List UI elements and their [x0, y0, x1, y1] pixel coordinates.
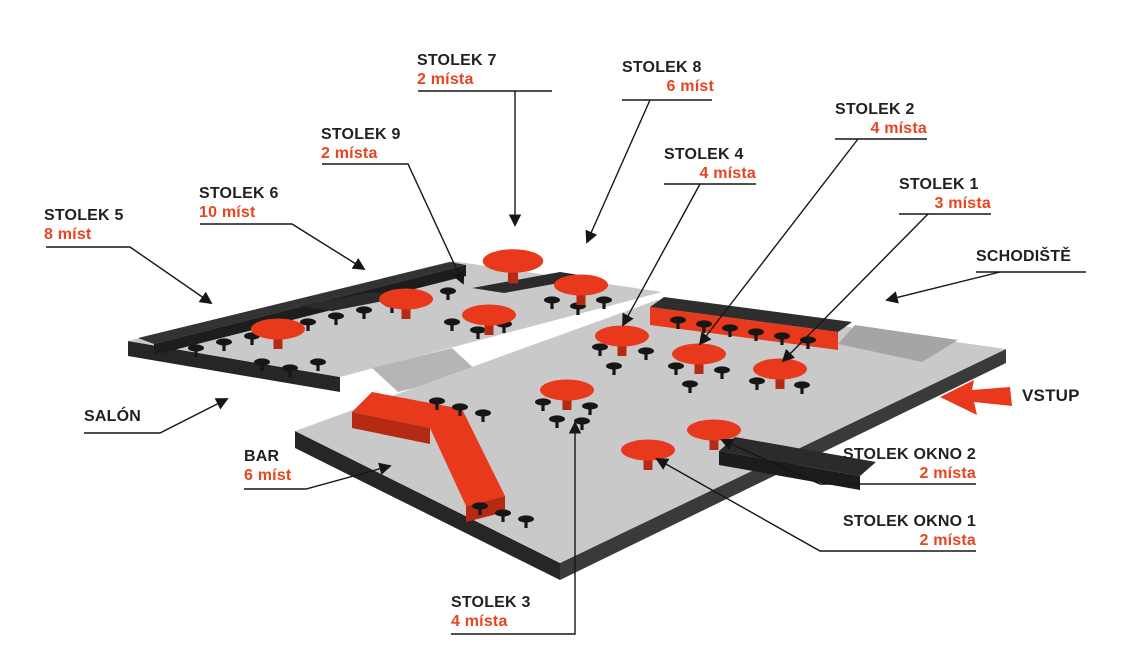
- label-stolek9-name: STOLEK 9: [321, 126, 401, 143]
- label-stolek7-name: STOLEK 7: [417, 52, 497, 69]
- label-stolek4: STOLEK 4 4 místa: [664, 146, 756, 183]
- label-stolek8-name: STOLEK 8: [622, 59, 702, 76]
- label-stolek3-name: STOLEK 3: [451, 594, 531, 611]
- label-vstup: VSTUP: [1022, 386, 1080, 406]
- bar-counter-front-a: [466, 496, 505, 522]
- leader-schodiste: [885, 271, 1001, 304]
- label-stolek6: STOLEK 6 10 míst: [199, 185, 279, 222]
- leader-stolek3: [451, 421, 582, 635]
- label-stolek3-seats: 4 místa: [451, 612, 508, 630]
- label-stolek2-name: STOLEK 2: [835, 101, 915, 118]
- label-bar: BAR 6 míst: [244, 448, 291, 485]
- leader-stolek5: [46, 246, 213, 305]
- label-stolek2-seats: 4 místa: [870, 119, 927, 137]
- salon-back-bench-front: [154, 265, 466, 355]
- platform-connector: [372, 348, 478, 392]
- window-bench-top: [719, 437, 876, 476]
- salon-platform-edge: [128, 341, 340, 392]
- bar-counter-front-b: [352, 412, 430, 444]
- leader-bar: [244, 462, 392, 490]
- bar-counter: [352, 392, 505, 506]
- schodiste-ramp: [838, 325, 958, 362]
- leader-stolek6: [200, 223, 366, 271]
- salon-platform: [128, 249, 662, 392]
- leader-stolek9: [322, 163, 465, 285]
- label-stolek4-name: STOLEK 4: [664, 146, 744, 163]
- label-stolek1-name: STOLEK 1: [899, 176, 979, 193]
- label-stolek2: STOLEK 2 4 místa: [835, 101, 927, 138]
- label-okno1-name: STOLEK OKNO 1: [843, 513, 976, 530]
- leader-salon: [84, 398, 229, 434]
- label-stolek4-seats: 4 místa: [699, 164, 756, 182]
- label-stolek9: STOLEK 9 2 místa: [321, 126, 401, 163]
- main-floor-edge-left: [295, 431, 560, 580]
- label-stolek7: STOLEK 7 2 místa: [417, 52, 497, 89]
- salon-back-bench-top: [138, 262, 466, 344]
- label-vstup-name: VSTUP: [1022, 386, 1080, 405]
- label-stolek7-seats: 2 místa: [417, 70, 474, 88]
- label-stolek1: STOLEK 1 3 místa: [899, 176, 991, 213]
- label-stolek6-name: STOLEK 6: [199, 185, 279, 202]
- leader-lines: [46, 90, 1086, 635]
- salon-floor: [128, 261, 662, 377]
- label-okno1: STOLEK OKNO 1 2 místa: [820, 513, 976, 550]
- label-stolek3: STOLEK 3 4 místa: [451, 594, 531, 631]
- label-schodiste-name: SCHODIŠTĚ: [976, 248, 1072, 265]
- label-bar-name: BAR: [244, 448, 280, 465]
- label-okno1-seats: 2 místa: [919, 531, 976, 549]
- label-okno2-name: STOLEK OKNO 2: [843, 446, 976, 463]
- label-salon: SALÓN: [84, 408, 141, 427]
- label-stolek1-seats: 3 místa: [934, 194, 991, 212]
- label-stolek5-name: STOLEK 5: [44, 207, 124, 224]
- entrance-arrow-icon: [940, 380, 1012, 415]
- label-okno2: STOLEK OKNO 2 2 místa: [820, 446, 976, 483]
- salon-bench-block-b: [472, 272, 592, 293]
- label-stolek5-seats: 8 míst: [44, 225, 92, 243]
- top-bench-front: [650, 307, 838, 350]
- label-stolek8: STOLEK 8 6 míst: [622, 59, 714, 96]
- label-bar-seats: 6 míst: [244, 466, 292, 484]
- top-bench-top: [650, 297, 852, 332]
- leader-stolek2: [698, 138, 859, 346]
- leader-okno1: [655, 458, 976, 552]
- label-schodiste: SCHODIŠTĚ: [976, 248, 1071, 267]
- label-stolek5: STOLEK 5 8 míst: [44, 207, 124, 244]
- leader-stolek4: [622, 183, 701, 327]
- main-floor: [295, 297, 1006, 580]
- leader-stolek1: [781, 213, 929, 363]
- label-stolek8-seats: 6 míst: [666, 77, 714, 95]
- label-stolek6-seats: 10 míst: [199, 203, 256, 221]
- salon-bench-block-a: [300, 292, 404, 311]
- leader-okno2: [720, 438, 976, 485]
- leader-stolek8: [585, 99, 651, 244]
- label-salon-name: SALÓN: [84, 408, 141, 425]
- label-stolek9-seats: 2 místa: [321, 144, 378, 162]
- label-okno2-seats: 2 místa: [919, 464, 976, 482]
